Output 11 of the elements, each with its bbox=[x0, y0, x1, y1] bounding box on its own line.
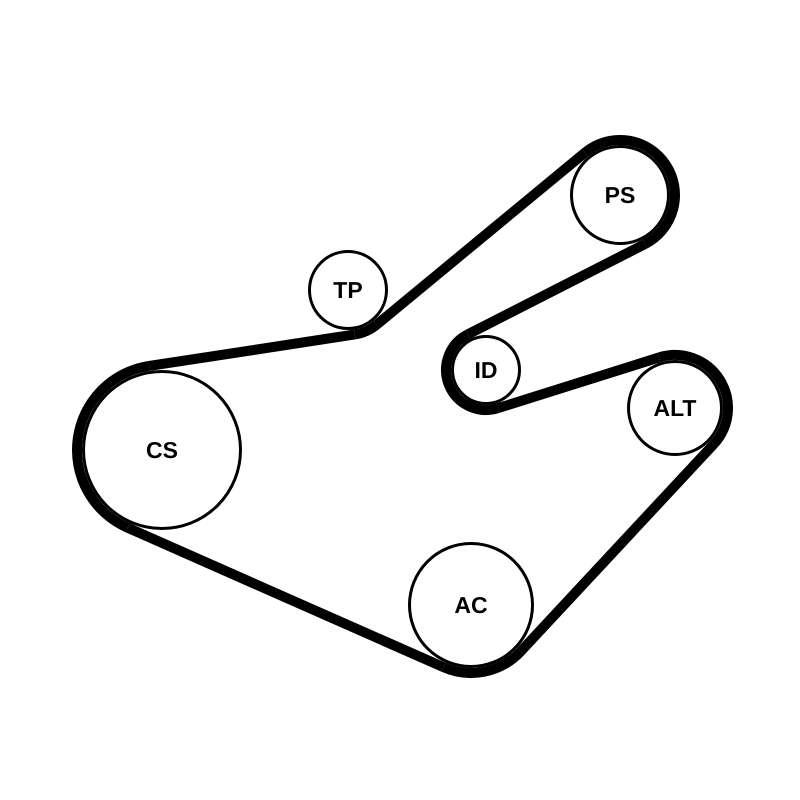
belt-segment bbox=[373, 148, 588, 329]
pulley-label: TP bbox=[333, 278, 363, 302]
belt-segment bbox=[148, 330, 356, 371]
pulley-label: PS bbox=[604, 184, 636, 206]
belt-segment bbox=[517, 440, 718, 655]
belt-segment bbox=[496, 352, 661, 413]
pulley-label: AC bbox=[454, 594, 488, 616]
belt-segment bbox=[126, 523, 446, 672]
pulley-label: ID bbox=[474, 358, 498, 382]
pulley-label: ALT bbox=[653, 396, 696, 420]
pulley-label: CS bbox=[146, 438, 178, 462]
